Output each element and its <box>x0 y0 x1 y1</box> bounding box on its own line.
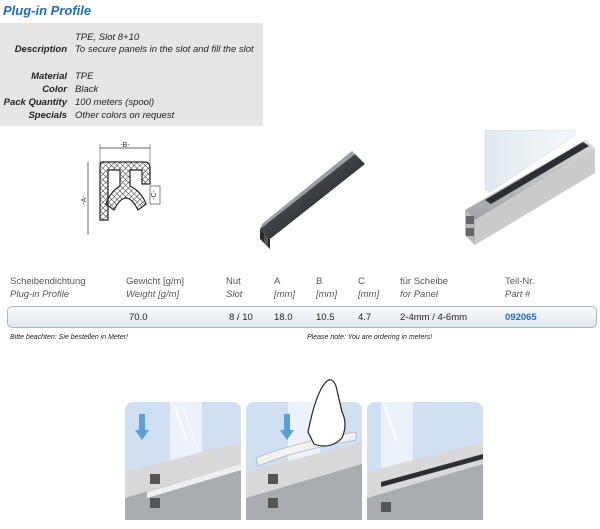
spec-value: To secure panels in the slot and fill th… <box>75 44 254 55</box>
spec-box: TPE, Slot 8+10 Description To secure pan… <box>0 23 263 126</box>
spec-row: Specials Other colors on request <box>0 110 263 122</box>
spec-row: Color Black <box>0 84 263 96</box>
cell-weight: 70.0 <box>129 312 148 323</box>
header-profile: Scheibendichtung <box>10 276 86 287</box>
header-part-en: Part # <box>505 289 531 300</box>
spec-value: 100 meters (spool) <box>75 97 155 108</box>
spec-value: Other colors on request <box>75 110 175 121</box>
note-english: Please note: You are ordering in meters! <box>307 334 433 341</box>
header-c: C <box>358 276 365 287</box>
spec-row: Material TPE <box>0 71 263 83</box>
header-a-unit: [mm] <box>274 289 296 300</box>
header-b-unit: [mm] <box>316 289 338 300</box>
profile-photo <box>260 151 365 249</box>
spec-label: Specials <box>28 110 67 121</box>
header-weight: Gewicht [g/m] <box>126 276 185 287</box>
header-slot-en: Slot <box>226 289 243 300</box>
step-3-illustration <box>367 402 483 520</box>
assembly-photo <box>465 130 595 245</box>
spec-label: Description <box>14 44 67 55</box>
header-panel-en: for Panel <box>400 289 439 300</box>
header-a: A <box>274 276 281 287</box>
spec-value: TPE <box>75 71 94 82</box>
header-part: Teil-Nr. <box>505 276 535 287</box>
dimension-c-label: -C- <box>151 189 158 199</box>
cell-c: 4.7 <box>358 312 372 323</box>
cell-part-number[interactable]: 092065 <box>505 312 537 323</box>
header-b: B <box>316 276 323 287</box>
cell-b: 10.5 <box>316 312 335 323</box>
arrow-down-icon <box>135 414 149 440</box>
cell-a: 18.0 <box>274 312 293 323</box>
header-weight-en: Weight [g/m] <box>126 289 180 300</box>
step-2-illustration <box>246 379 362 520</box>
table-row <box>7 306 597 328</box>
header-slot: Nut <box>226 276 241 287</box>
spec-label: Color <box>42 84 67 95</box>
cell-slot: 8 / 10 <box>229 312 253 323</box>
header-profile-en: Plug-in Profile <box>10 289 70 300</box>
hand-icon <box>307 379 346 447</box>
spec-row: Pack Quantity 100 meters (spool) <box>0 97 263 109</box>
arrow-down-icon <box>280 414 294 440</box>
spec-row: TPE, Slot 8+10 <box>0 32 263 44</box>
dimension-b-label: -B- <box>120 142 130 149</box>
note-german: Bitte beachten: Sie bestellen in Meter! <box>10 334 128 341</box>
step-1-illustration <box>125 402 241 520</box>
dimension-a-label: -A- <box>81 195 88 205</box>
spec-row: Description To secure panels in the slot… <box>0 44 263 56</box>
spec-label: Material <box>31 71 67 82</box>
profile-cross-section-drawing: -B- -A- -C- <box>81 142 161 235</box>
spec-value: TPE, Slot 8+10 <box>75 32 140 43</box>
header-panel: für Scheibe <box>400 276 449 287</box>
header-c-unit: [mm] <box>358 289 380 300</box>
page-title: Plug-in Profile <box>3 3 92 18</box>
spec-value: Black <box>75 84 99 95</box>
spec-label: Pack Quantity <box>3 97 67 108</box>
cell-panel: 2-4mm / 4-6mm <box>400 312 468 323</box>
